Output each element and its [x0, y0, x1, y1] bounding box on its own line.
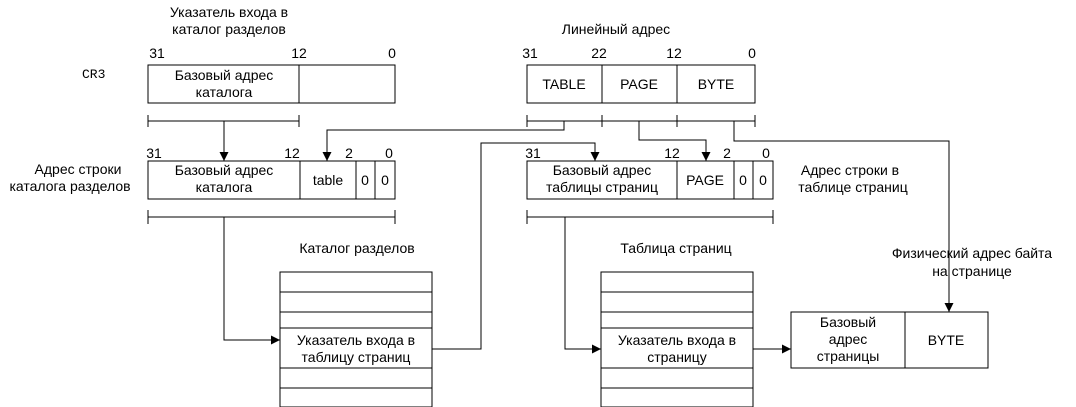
- page-directory-label: Каталог разделов: [299, 240, 414, 256]
- dir-entry-text-1: Указатель входа в: [297, 332, 415, 348]
- arrow-dir-entry-to-pt-base: [432, 142, 600, 350]
- cr3-label: CR3: [82, 67, 105, 82]
- phys-base-text-3: страницы: [817, 348, 880, 364]
- page-table-label: Таблица страниц: [620, 240, 731, 256]
- pde-pointer-label-2: каталог разделов: [172, 21, 286, 37]
- dir-entry-text-2: таблицу страниц: [302, 349, 411, 365]
- pde-pointer-label-1: Указатель входа в: [170, 4, 288, 20]
- da-table-field: [299, 160, 357, 200]
- pt-entry-text-1: Указатель входа в: [618, 332, 736, 348]
- arrow-page-to-pt-index: [638, 121, 711, 161]
- da-bit-0: 0: [385, 145, 393, 161]
- dir-row-addr-label-2: каталога разделов: [9, 178, 130, 194]
- linear-address-label: Линейный адрес: [562, 21, 670, 37]
- phys-base-text-1: Базовый: [820, 314, 876, 330]
- arrow-table-to-dir-index: [322, 121, 565, 161]
- pt-entry-text-2: страницу: [647, 349, 707, 365]
- page-directory: [279, 271, 433, 407]
- pa-bit-31: 31: [525, 145, 541, 161]
- phys-addr-label-1: Физический адрес байта: [892, 245, 1052, 261]
- cr3-base-field: [147, 64, 300, 104]
- arrow-byte-to-phys-byte: [733, 121, 954, 312]
- phys-byte-text: BYTE: [928, 332, 965, 348]
- pa-bit-12: 12: [664, 145, 680, 161]
- da-zero-text-2: 0: [381, 172, 389, 188]
- pa-base-text-1: Базовый адрес: [553, 162, 652, 178]
- dir-row-addr-label-1: Адрес строки: [35, 161, 122, 177]
- la-bracket: [526, 115, 756, 127]
- da-base-text-1: Базовый адрес: [175, 162, 274, 178]
- page-table: [600, 271, 754, 407]
- arrow-dir-addr-to-entry: [223, 217, 280, 345]
- phys-base-text-2: адрес: [829, 331, 868, 347]
- da-bit-12: 12: [284, 145, 300, 161]
- pa-base-field: [526, 160, 678, 200]
- la-byte-field: [676, 64, 756, 104]
- la-page-text: PAGE: [620, 76, 658, 92]
- pt-row-addr-label-2: таблице страниц: [798, 179, 908, 195]
- cr3-low-field: [298, 64, 396, 104]
- pa-page-field: [676, 160, 735, 200]
- la-bit-0: 0: [748, 45, 756, 61]
- da-zero-text-1: 0: [361, 172, 369, 188]
- pa-zero-field-2: [752, 160, 774, 200]
- da-base-field: [147, 160, 301, 200]
- pa-bit-2: 2: [723, 145, 731, 161]
- phys-page-base-field: [790, 311, 906, 369]
- pa-base-text-2: таблицы страниц: [546, 179, 658, 195]
- cr3-base-text-2: каталога: [196, 84, 253, 100]
- la-bit-12: 12: [666, 45, 682, 61]
- da-bit-2: 2: [345, 145, 353, 161]
- da-base-text-2: каталога: [196, 179, 253, 195]
- arrow-pt-addr-to-entry: [564, 217, 601, 354]
- la-table-text: TABLE: [542, 76, 585, 92]
- la-byte-text: BYTE: [698, 76, 735, 92]
- la-bit-31: 31: [522, 45, 538, 61]
- pa-page-text: PAGE: [686, 172, 724, 188]
- la-page-field: [601, 64, 678, 104]
- pa-zero-text-1: 0: [739, 172, 747, 188]
- la-table-field: [526, 64, 603, 104]
- pa-bracket: [526, 210, 774, 224]
- pt-row-addr-label-1: Адрес строки в: [801, 162, 899, 178]
- pa-zero-text-2: 0: [759, 172, 767, 188]
- phys-byte-field: [904, 311, 989, 369]
- da-zero-field-2: [374, 160, 396, 200]
- cr3-base-text-1: Базовый адрес: [175, 67, 274, 83]
- cr3-bit-12: 12: [291, 45, 307, 61]
- cr3-bit-31: 31: [149, 45, 165, 61]
- cr3-bit-0: 0: [388, 45, 396, 61]
- da-bracket: [147, 210, 396, 224]
- da-bit-31: 31: [146, 145, 162, 161]
- phys-addr-label-2: на странице: [932, 263, 1012, 279]
- la-bit-22: 22: [591, 45, 607, 61]
- pa-bit-0: 0: [762, 145, 770, 161]
- da-table-text: table: [313, 172, 344, 188]
